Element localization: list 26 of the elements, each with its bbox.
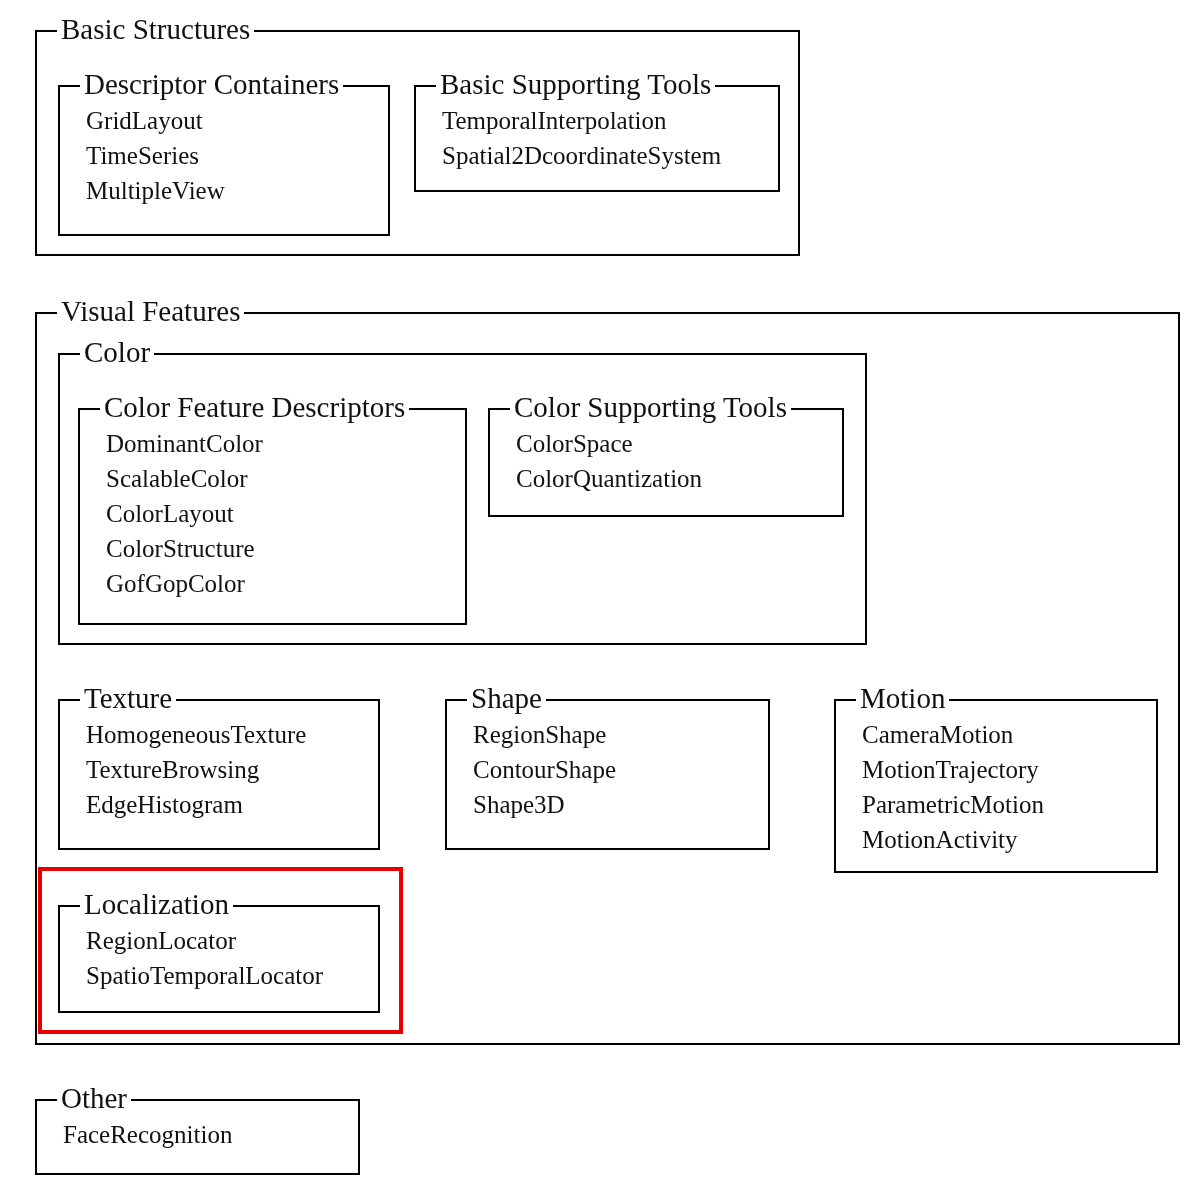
list-item: TextureBrowsing <box>86 755 261 785</box>
list-item: TimeSeries <box>86 141 200 171</box>
list-item: Spatial2DcoordinateSystem <box>442 141 722 171</box>
list-item: ContourShape <box>473 755 617 785</box>
list-item: Shape3D <box>473 790 566 820</box>
list-item: DominantColor <box>106 429 263 459</box>
list-item: GofGopColor <box>106 569 246 599</box>
list-item: TemporalInterpolation <box>442 106 668 136</box>
list-item: ColorSpace <box>516 429 634 459</box>
list-item: MotionTrajectory <box>862 755 1040 785</box>
list-item: GridLayout <box>86 106 204 136</box>
list-item: ColorLayout <box>106 499 235 529</box>
list-item: RegionShape <box>473 720 608 750</box>
list-item: HomogeneousTexture <box>86 720 307 750</box>
list-item: ColorQuantization <box>516 464 703 494</box>
list-item: ParametricMotion <box>862 790 1044 820</box>
list-item: FaceRecognition <box>63 1120 233 1150</box>
list-item: MultipleView <box>86 176 225 206</box>
list-item: RegionLocator <box>86 926 237 956</box>
list-item: ScalableColor <box>106 464 249 494</box>
list-item: EdgeHistogram <box>86 790 244 820</box>
highlight-frame <box>38 867 403 1034</box>
list-item: ColorStructure <box>106 534 256 564</box>
list-item: CameraMotion <box>862 720 1015 750</box>
list-item: MotionActivity <box>862 825 1019 855</box>
list-item: SpatioTemporalLocator <box>86 961 324 991</box>
